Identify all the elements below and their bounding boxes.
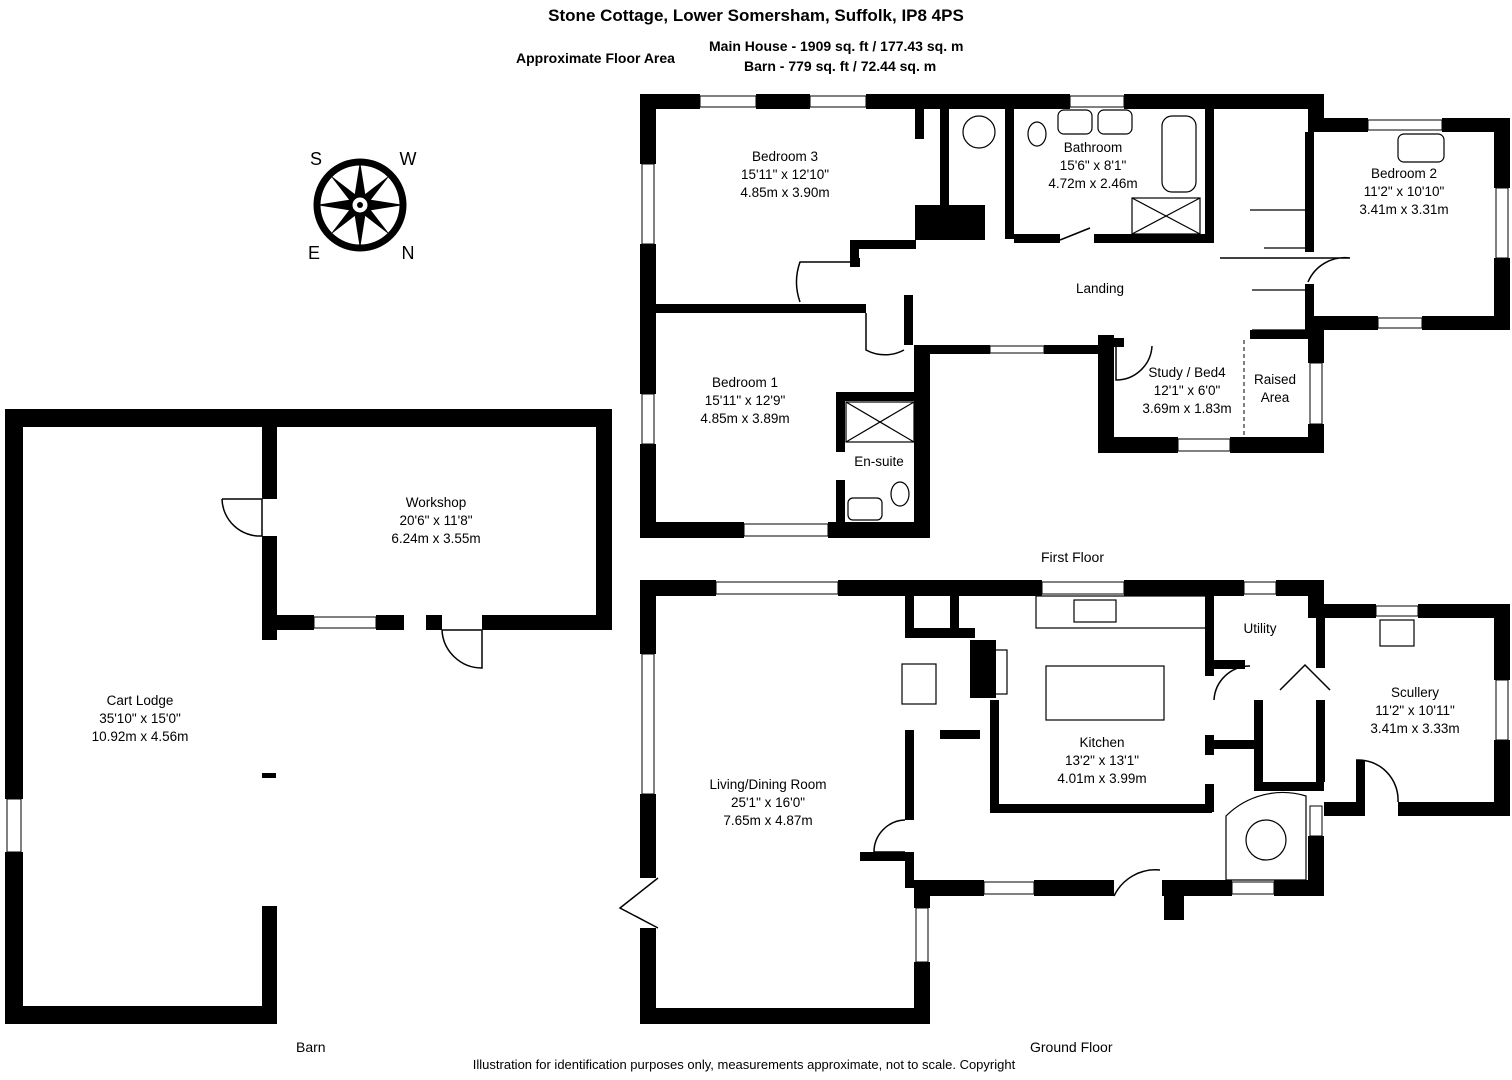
compass-n: N: [401, 243, 415, 263]
floor-label-barn: Barn: [296, 1039, 326, 1055]
floor-area-label: Approximate Floor Area: [516, 50, 675, 66]
room-utility: Utility: [1243, 621, 1277, 636]
disclaimer: Illustration for identification purposes…: [472, 1057, 1016, 1072]
compass-rose-icon: [313, 158, 407, 252]
room-landing: Landing: [1075, 281, 1125, 296]
page-title: Stone Cottage, Lower Somersham, Suffolk,…: [548, 6, 964, 25]
floor-label-first: First Floor: [1041, 549, 1104, 565]
compass-s: S: [309, 149, 323, 169]
compass-w: W: [399, 149, 417, 169]
main-house-area: Main House - 1909 sq. ft / 177.43 sq. m: [709, 38, 964, 54]
floor-label-ground: Ground Floor: [1030, 1039, 1113, 1055]
room-ensuite: En-suite: [854, 454, 904, 469]
barn-area: Barn - 779 sq. ft / 72.44 sq. m: [744, 58, 937, 74]
compass-e: E: [307, 243, 321, 263]
